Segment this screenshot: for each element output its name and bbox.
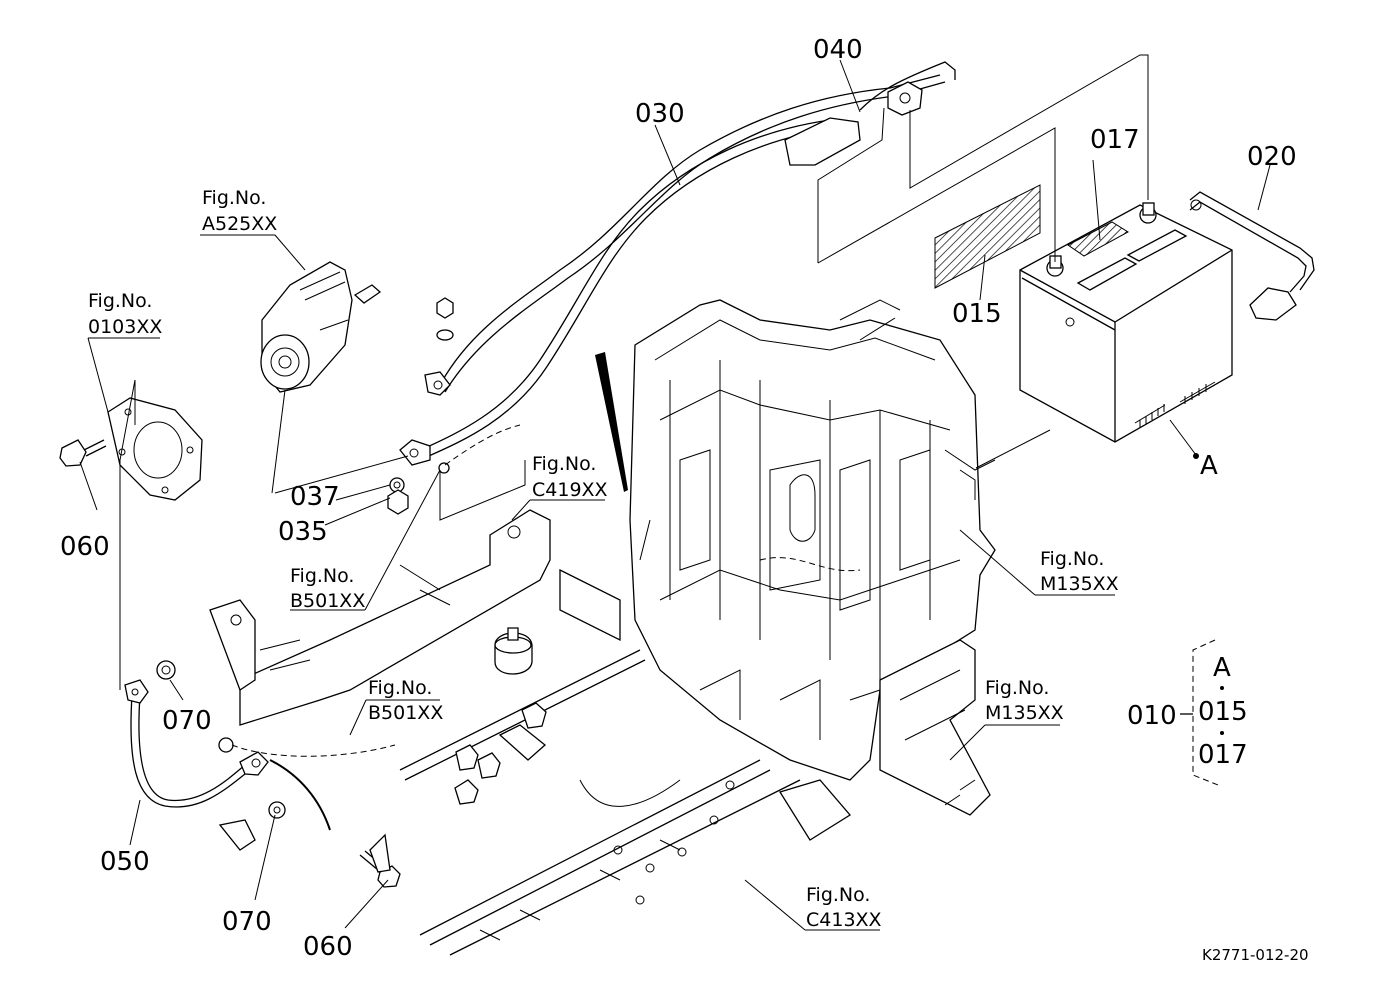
svg-text:B501XX: B501XX bbox=[290, 590, 365, 612]
insulator-015 bbox=[934, 184, 1041, 289]
fig-ref-b501-lower: Fig.No. B501XX bbox=[368, 677, 443, 724]
label-060-lower: 060 bbox=[303, 932, 353, 962]
label-050: 050 bbox=[100, 847, 150, 877]
washer-070 bbox=[156, 660, 286, 819]
svg-text:A525XX: A525XX bbox=[202, 213, 277, 235]
label-040: 040 bbox=[813, 35, 863, 65]
label-070-upper: 070 bbox=[162, 706, 212, 736]
fig-ref-m135-upper: Fig.No. M135XX bbox=[1040, 548, 1119, 595]
svg-text:C419XX: C419XX bbox=[532, 479, 608, 501]
svg-text:M135XX: M135XX bbox=[985, 702, 1064, 724]
drawing-code: K2771-012-20 bbox=[1202, 946, 1309, 964]
fig-ref-c413: Fig.No. C413XX bbox=[806, 884, 882, 931]
svg-text:Fig.No.: Fig.No. bbox=[202, 187, 266, 209]
reference-wires bbox=[231, 424, 861, 757]
fig-ref-c419: Fig.No. C419XX bbox=[532, 453, 608, 501]
starter-motor bbox=[260, 261, 382, 393]
fig-ref-m135-lower: Fig.No. M135XX bbox=[985, 677, 1064, 724]
washer-035 bbox=[387, 489, 409, 515]
svg-text:M135XX: M135XX bbox=[1040, 573, 1119, 595]
svg-text:Fig.No.: Fig.No. bbox=[532, 453, 596, 475]
right-crossmember bbox=[879, 639, 991, 816]
leader-lines bbox=[79, 54, 1271, 931]
frame-rails bbox=[399, 568, 801, 956]
legend-item-a: A bbox=[1213, 653, 1231, 683]
fig-ref-a525: Fig.No. A525XX bbox=[202, 187, 277, 235]
label-030: 030 bbox=[635, 99, 685, 129]
label-020: 020 bbox=[1247, 142, 1297, 172]
legend-parent: 010 bbox=[1127, 701, 1177, 731]
svg-text:B501XX: B501XX bbox=[368, 702, 443, 724]
svg-text:Fig.No.: Fig.No. bbox=[985, 677, 1049, 699]
battery-clamp-040 bbox=[859, 61, 956, 116]
svg-text:Fig.No.: Fig.No. bbox=[1040, 548, 1104, 570]
legend-item-015: 015 bbox=[1198, 697, 1248, 727]
ground-cable-050 bbox=[124, 679, 331, 831]
svg-text:Fig.No.: Fig.No. bbox=[806, 884, 870, 906]
svg-text:Fig.No.: Fig.No. bbox=[368, 677, 432, 699]
battery-illustration bbox=[1019, 202, 1233, 459]
legend-item-017: 017 bbox=[1198, 740, 1248, 770]
upper-fasteners bbox=[436, 297, 454, 474]
battery-holder-020 bbox=[1189, 191, 1315, 321]
label-037: 037 bbox=[290, 482, 340, 512]
assembly-legend: 010 A 015 017 bbox=[1127, 639, 1248, 786]
svg-text:0103XX: 0103XX bbox=[88, 316, 162, 338]
label-035: 035 bbox=[278, 517, 328, 547]
fig-ref-b501-upper: Fig.No. B501XX bbox=[290, 565, 365, 612]
label-060-upper: 060 bbox=[60, 532, 110, 562]
svg-text:Fig.No.: Fig.No. bbox=[88, 290, 152, 312]
bolt-060-upper bbox=[59, 439, 107, 467]
fig-ref-0103: Fig.No. 0103XX bbox=[88, 290, 162, 338]
label-070-lower: 070 bbox=[222, 907, 272, 937]
battery-cable-030 bbox=[399, 74, 946, 466]
main-frame-structure bbox=[595, 299, 996, 781]
label-015: 015 bbox=[952, 299, 1002, 329]
starter-plate bbox=[107, 397, 203, 501]
svg-text:Fig.No.: Fig.No. bbox=[290, 565, 354, 587]
svg-text:C413XX: C413XX bbox=[806, 909, 882, 931]
mount-bracket bbox=[209, 509, 851, 873]
battery-marker-a: A bbox=[1200, 451, 1218, 481]
label-017: 017 bbox=[1090, 125, 1140, 155]
